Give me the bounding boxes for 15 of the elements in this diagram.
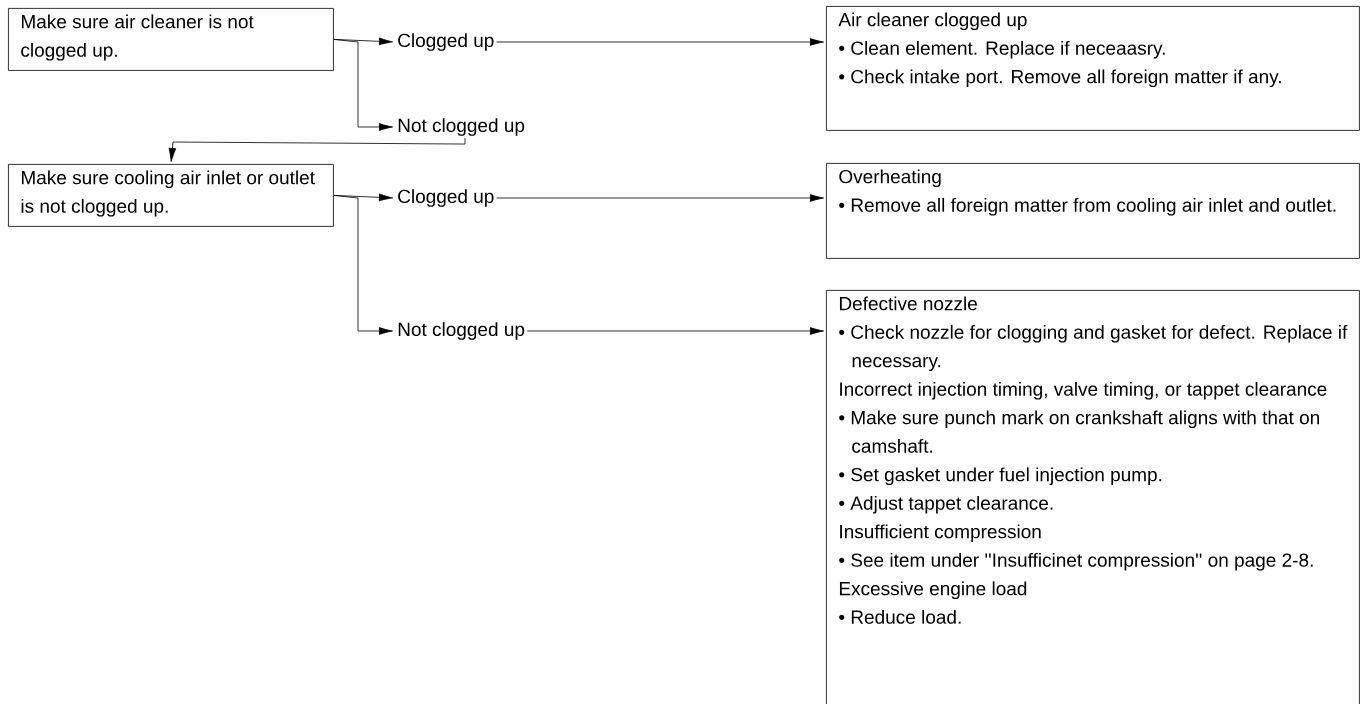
branch-label: Not clogged up xyxy=(398,118,525,136)
result-box: Air cleaner clogged up • Clean element. Replace if neceaasry. • Check intake port. Remove all foreign matter if any. xyxy=(826,6,1360,131)
branch-label: Clogged up xyxy=(398,189,494,207)
branch-label: Clogged up xyxy=(398,33,494,51)
check-box: Make sure air cleaner is not clogged up. xyxy=(8,8,334,71)
branch-label: Not clogged up xyxy=(398,322,525,340)
arrow xyxy=(333,39,393,131)
arrow xyxy=(333,195,393,335)
arrow xyxy=(496,194,824,202)
check-box: Make sure cooling air inlet or outlet is not clogged up. xyxy=(8,164,334,227)
arrow xyxy=(496,38,824,46)
arrow xyxy=(168,137,466,162)
arrow xyxy=(526,327,824,335)
result-box: Defective nozzle • Check nozzle for clogging and gasket for defect. Replace if necessary. Incorrect injection timing, valve timing, or tappet clearance • Make sure punch mark on crankshaft aligns with that on camshaft. • Set gasket under fuel injection pump. • Adjust tappet clearance. Insufficient compression • See item under ''Insufficinet compression'' on page 2-8. Excessive engine load • Reduce load. xyxy=(826,290,1360,704)
result-box: Overheating • Remove all foreign matter from cooling air inlet and outlet. xyxy=(826,163,1360,259)
